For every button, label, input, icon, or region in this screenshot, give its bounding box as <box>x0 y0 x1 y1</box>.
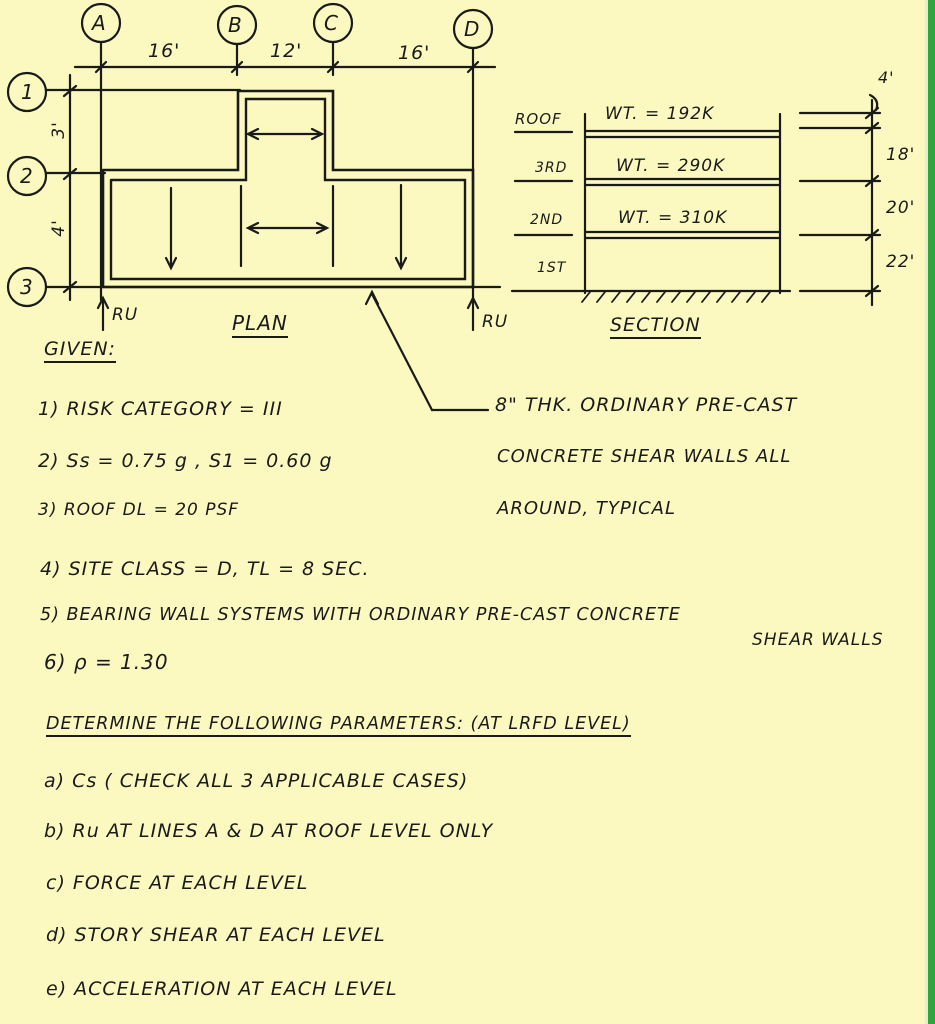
weight-2nd: WT. = 310K <box>618 208 728 228</box>
given-item-5: 5) BEARING WALL SYSTEMS WITH ORDINARY PR… <box>40 605 681 625</box>
determine-item-a: a) Cs ( CHECK ALL 3 APPLICABLE CASES) <box>44 770 469 792</box>
callout-leader <box>370 292 434 412</box>
plan-outline-inner <box>109 97 467 281</box>
callout-line-3: AROUND, TYPICAL <box>497 498 676 519</box>
level-roof: ROOF <box>515 110 562 128</box>
reaction-label-right: RU <box>482 312 509 332</box>
determine-item-c: c) FORCE AT EACH LEVEL <box>46 872 309 894</box>
given-item-2: 2) Ss = 0.75 g , S1 = 0.60 g <box>38 450 333 472</box>
callout-line-1: 8" THK. ORDINARY PRE-CAST <box>495 394 798 416</box>
height-1st-2nd: 22' <box>886 252 916 272</box>
section-label: SECTION <box>610 314 701 339</box>
grid-label-d: D <box>464 17 481 41</box>
given-item-3: 3) ROOF DL = 20 PSF <box>38 500 240 520</box>
plan-label: PLAN <box>232 311 288 338</box>
level-3rd: 3RD <box>535 160 568 176</box>
weight-3rd: WT. = 290K <box>616 156 726 176</box>
weight-roof: WT. = 192K <box>605 104 715 124</box>
given-item-4: 4) SITE CLASS = D, TL = 8 SEC. <box>40 558 370 580</box>
bay-width-bc: 12' <box>270 40 303 62</box>
level-2nd: 2ND <box>530 212 564 228</box>
callout-line-2: CONCRETE SHEAR WALLS ALL <box>497 446 792 467</box>
plan-outline-outer <box>101 89 475 289</box>
determine-item-b: b) Ru AT LINES A & D AT ROOF LEVEL ONLY <box>44 820 494 842</box>
grid-bubble-1 <box>6 71 48 113</box>
grid-bubble-2 <box>6 155 48 197</box>
determine-item-e: e) ACCELERATION AT EACH LEVEL <box>46 978 398 1000</box>
reaction-label-left: RU <box>112 305 139 325</box>
row-spacing-23: 4' <box>48 219 69 237</box>
section-top-dim: 4' <box>878 68 895 87</box>
height-2nd-3rd: 20' <box>886 198 916 218</box>
grid-label-c: C <box>324 11 339 35</box>
grid-label-3: 3 <box>20 275 34 299</box>
grid-label-a: A <box>92 11 107 35</box>
given-item-6: 6) ρ = 1.30 <box>44 650 169 674</box>
bay-width-ab: 16' <box>148 40 181 62</box>
grid-label-2: 2 <box>20 164 34 188</box>
determine-heading: DETERMINE THE FOLLOWING PARAMETERS: (AT … <box>46 714 631 737</box>
bay-width-cd: 16' <box>398 42 431 64</box>
given-heading: GIVEN: <box>44 338 116 363</box>
grid-label-1: 1 <box>21 80 35 104</box>
determine-item-d: d) STORY SHEAR AT EACH LEVEL <box>46 924 386 946</box>
level-1st: 1ST <box>537 260 567 276</box>
grid-label-b: B <box>228 13 243 37</box>
given-item-1: 1) RISK CATEGORY = III <box>38 398 283 420</box>
row-spacing-12: 3' <box>48 121 69 139</box>
given-item-5-cont: SHEAR WALLS <box>752 630 884 650</box>
page-edge <box>928 0 935 1024</box>
height-3rd-roof: 18' <box>886 145 916 165</box>
